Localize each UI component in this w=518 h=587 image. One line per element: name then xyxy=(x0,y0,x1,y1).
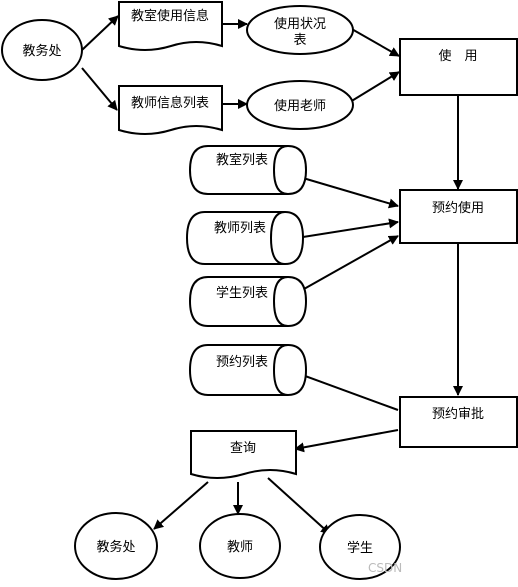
entity-teacher: 教师 xyxy=(199,513,281,579)
edge-usage-teacher-to-use xyxy=(349,71,400,103)
process-usage-status-label-line2: 表 xyxy=(293,33,306,48)
entity-jiaowuchu-top: 教务处 xyxy=(1,19,83,81)
entity-student: 学生 xyxy=(319,514,401,580)
entity-jiaowuchu-top-label: 教务处 xyxy=(22,43,61,59)
store-teacher-list: 教师列表 xyxy=(185,211,305,265)
edges xyxy=(81,15,463,535)
document-query-label: 查询 xyxy=(230,441,256,456)
edge-query-to-student xyxy=(267,477,331,535)
edge-approval-to-query xyxy=(294,429,399,453)
entity-jiaowuchu-bottom: 教务处 xyxy=(74,512,158,580)
edge-student-list-to-booking-use xyxy=(287,235,399,299)
document-query: 查询 xyxy=(190,430,297,479)
process-usage-status: 使用状况 表 xyxy=(246,5,354,55)
process-use-label: 使 用 xyxy=(438,48,477,64)
process-usage-teacher: 使用老师 xyxy=(246,80,354,130)
entity-jiaowuchu-bottom-label: 教务处 xyxy=(96,539,135,555)
document-teacher-info-list-label: 教师信息列表 xyxy=(131,95,209,111)
entity-student-label: 学生 xyxy=(347,540,373,556)
store-classroom-list-label: 教室列表 xyxy=(216,152,268,168)
edge-jiaowuchu-to-teacher-info xyxy=(81,67,118,111)
process-use: 使 用 xyxy=(399,38,518,96)
entity-teacher-label: 教师 xyxy=(227,539,253,555)
store-booking-list: 预约列表 xyxy=(188,344,308,396)
document-teacher-info-list: 教师信息列表 xyxy=(118,85,223,135)
edge-jiaowuchu-to-classroom-info xyxy=(81,15,119,51)
store-student-list-label: 学生列表 xyxy=(216,285,268,301)
process-booking-approval-label: 预约审批 xyxy=(432,407,484,422)
process-booking-use-label: 预约使用 xyxy=(432,200,484,216)
store-teacher-list-label: 教师列表 xyxy=(214,220,266,236)
edge-status-to-use xyxy=(349,27,400,57)
document-classroom-usage-info-label: 教室使用信息 xyxy=(131,8,209,24)
store-classroom-list: 教室列表 xyxy=(188,145,308,195)
store-student-list: 学生列表 xyxy=(188,276,308,327)
process-usage-status-label-line1: 使用状况 xyxy=(274,16,326,32)
watermark: CSDN xyxy=(368,561,402,575)
process-booking-approval: 预约审批 xyxy=(399,396,518,448)
store-booking-list-label: 预约列表 xyxy=(216,355,268,370)
process-booking-use: 预约使用 xyxy=(399,189,518,244)
edge-query-to-jiaowuchu xyxy=(153,481,209,530)
document-classroom-usage-info: 教室使用信息 xyxy=(118,1,223,51)
process-usage-teacher-label: 使用老师 xyxy=(274,98,326,114)
